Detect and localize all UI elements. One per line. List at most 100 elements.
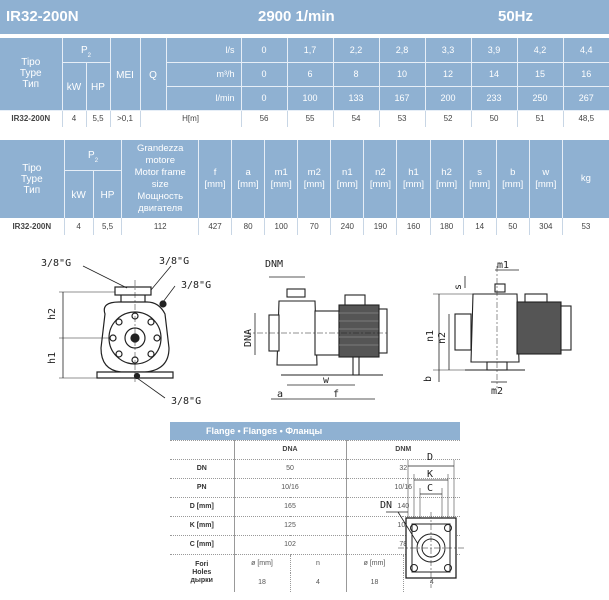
- flow-cell: 250: [516, 86, 564, 111]
- row-label: D [mm]: [170, 497, 234, 517]
- table-row: IR32-200N 4 5,5 112 427 80 100 70 240 19…: [0, 218, 609, 235]
- head-cell: 53: [378, 110, 426, 127]
- table-row: D [mm] 165 140: [170, 497, 461, 517]
- dim-cell: 70: [297, 218, 331, 235]
- dim-label-n2: n2: [437, 332, 448, 344]
- dim-label-k: K: [427, 469, 433, 480]
- dim-label-n1: n1: [425, 330, 436, 342]
- holes-n-header: n: [289, 554, 346, 573]
- col-dna: DNA: [233, 440, 346, 460]
- dim-cell: 180: [429, 218, 464, 235]
- kw-cell: 4: [61, 110, 86, 127]
- dna-cell: 125: [233, 516, 346, 536]
- speed-title: 2900 1/min: [258, 8, 335, 25]
- head-cell: 52: [424, 110, 472, 127]
- kg-header: kg: [561, 140, 609, 218]
- flow-cell: 0: [240, 62, 288, 87]
- flow-cell: 1,7: [286, 38, 334, 63]
- flange-table-title: Flange • Flanges • Фланцы: [170, 422, 461, 441]
- col-dnm: DNM: [345, 440, 461, 460]
- row-label: PN: [170, 478, 234, 498]
- unit-lmin: l/min: [165, 86, 242, 111]
- dimensions-table: Tipo Type Тип P2 Grandezza motore Motor …: [0, 140, 609, 235]
- dnm-holes-dia: 18: [345, 573, 403, 592]
- dim-header-a: a[mm]: [231, 140, 265, 218]
- flow-cell: 3,9: [470, 38, 518, 63]
- dim-header-f: f[mm]: [197, 140, 232, 218]
- dim-header-b: b[mm]: [495, 140, 530, 218]
- dim-label-d: D: [427, 452, 433, 463]
- head-label-cell: H[m]: [139, 110, 242, 127]
- head-cell: 56: [240, 110, 288, 127]
- dim-label-dn: DN: [380, 500, 392, 511]
- row-label: DN: [170, 459, 234, 479]
- title-bar: IR32-200N 2900 1/min 50Hz: [0, 0, 609, 34]
- row-label: C [mm]: [170, 535, 234, 555]
- row-label: K [mm]: [170, 516, 234, 536]
- dim-cell: 160: [396, 218, 431, 235]
- hp-cell: 5,5: [85, 110, 111, 127]
- head-cell: 54: [332, 110, 380, 127]
- dnm-cell: 140: [345, 497, 461, 517]
- thread-label: 3/8"G: [41, 258, 71, 269]
- dim-header-s: s[mm]: [462, 140, 497, 218]
- table-row: IR32-200N 4 5,5 >0,1 H[m] 56 55 54 53 52…: [0, 110, 609, 127]
- flow-cell: 133: [332, 86, 380, 111]
- flow-cell: 233: [470, 86, 518, 111]
- flow-cell: 6: [286, 62, 334, 87]
- table-row: PN 10/16 10/16: [170, 478, 461, 498]
- dim-header-h1: h1[mm]: [396, 140, 431, 218]
- flow-cell: 167: [378, 86, 426, 111]
- dim-cell: 190: [363, 218, 397, 235]
- front-view-drawing: 3/8"G 3/8"G 3/8"G 3/8"G h2 h1: [41, 256, 211, 407]
- flow-cell: 2,2: [332, 38, 380, 63]
- hp-header: HP: [92, 170, 122, 218]
- q-header: Q: [139, 38, 167, 111]
- dim-cell: 304: [528, 218, 563, 235]
- dim-label-w: w: [323, 375, 330, 386]
- dim-label-dnm: DNM: [265, 259, 283, 270]
- unit-ls: l/s: [165, 38, 242, 63]
- dna-cell: 165: [233, 497, 346, 517]
- flow-cell: 3,3: [424, 38, 472, 63]
- dim-header-h2: h2[mm]: [429, 140, 464, 218]
- head-cell: 48,5: [562, 110, 609, 127]
- dnm-cell: 32: [345, 459, 461, 479]
- flow-cell: 8: [332, 62, 380, 87]
- dim-cell: 50: [495, 218, 530, 235]
- p2-header: P2: [63, 140, 122, 171]
- table-row: DN 50 32: [170, 459, 461, 479]
- flow-cell: 2,8: [378, 38, 426, 63]
- mei-cell: >0,1: [109, 110, 141, 127]
- dna-holes-n: 4: [289, 573, 346, 592]
- end-view-drawing: m1 s n1 n2 b m2: [423, 260, 572, 397]
- model-title: IR32-200N: [6, 8, 79, 25]
- head-cell: 55: [286, 110, 334, 127]
- thread-label: 3/8"G: [171, 396, 201, 407]
- hp-cell: 5,5: [92, 218, 122, 235]
- side-view-drawing: DNM DNA w a f: [243, 259, 388, 400]
- dna-cell: 102: [233, 535, 346, 555]
- kw-header: kW: [63, 170, 94, 218]
- hp-header: HP: [85, 62, 111, 111]
- dim-label-c: C: [427, 483, 433, 494]
- flow-cell: 10: [378, 62, 426, 87]
- holes-label: Fori Holes дырки: [190, 561, 213, 585]
- dim-label-a: a: [277, 389, 283, 400]
- flow-cell: 267: [562, 86, 609, 111]
- dna-cell: 10/16: [233, 478, 346, 498]
- dim-header-m2: m2[mm]: [297, 140, 331, 218]
- head-cell: 51: [516, 110, 564, 127]
- dim-label-dna: DNA: [243, 329, 254, 347]
- model-cell: IR32-200N: [0, 110, 62, 127]
- flow-cell: 200: [424, 86, 472, 111]
- performance-table: Tipo Type Тип P2 MEI Q l/s 0 1,7 2,2 2,8…: [0, 38, 609, 127]
- mei-header: MEI: [109, 38, 141, 111]
- dim-label-m1: m1: [497, 260, 509, 271]
- flow-cell: 0: [240, 38, 288, 63]
- kw-header: kW: [61, 62, 86, 111]
- motor-frame-header: Grandezza motore Motor frame size Мощнос…: [121, 140, 199, 218]
- flow-cell: 0: [240, 86, 288, 111]
- model-cell: IR32-200N: [0, 218, 65, 235]
- dim-cell: 100: [264, 218, 298, 235]
